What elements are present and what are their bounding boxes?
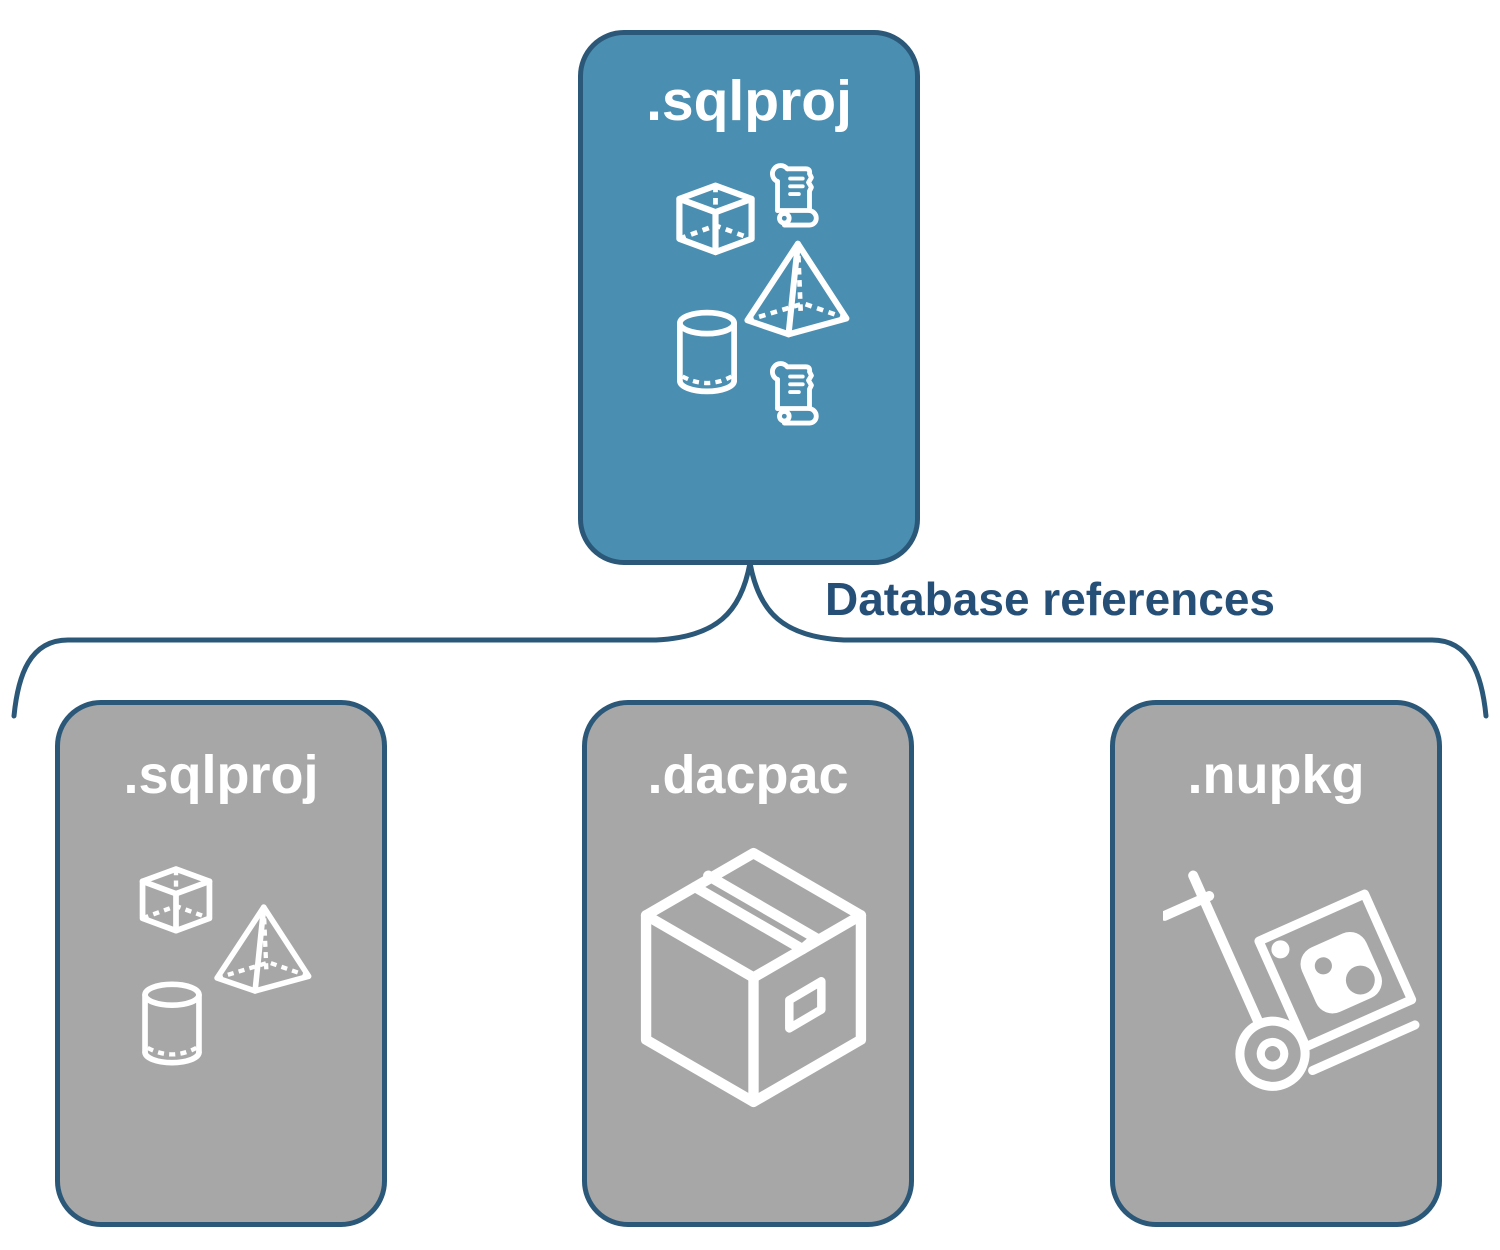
sql-script-scroll-icon (770, 361, 819, 426)
node-dacpac: .dacpac (582, 700, 914, 1227)
node-label: .dacpac (647, 745, 849, 805)
node-label: .nupkg (1187, 745, 1365, 805)
cube-icon (676, 182, 755, 256)
node-sqlproj-child: .sqlproj (55, 700, 387, 1227)
node-label: .sqlproj (646, 69, 852, 133)
node-label: .sqlproj (123, 745, 319, 805)
hand-truck-nuget-package-icon (1163, 870, 1420, 1091)
node-sqlproj-parent: .sqlproj (578, 30, 920, 565)
sql-script-scroll-icon (770, 163, 819, 228)
cube-icon (139, 866, 213, 934)
reference-label: Database references (824, 573, 1276, 625)
node-nupkg: .nupkg (1110, 700, 1442, 1227)
package-box-icon (640, 847, 867, 1108)
cylinder-icon (142, 981, 202, 1066)
pyramid-icon (214, 904, 312, 994)
cylinder-icon (677, 309, 737, 395)
pyramid-icon (744, 240, 850, 338)
reference-brace (11, 562, 1489, 719)
